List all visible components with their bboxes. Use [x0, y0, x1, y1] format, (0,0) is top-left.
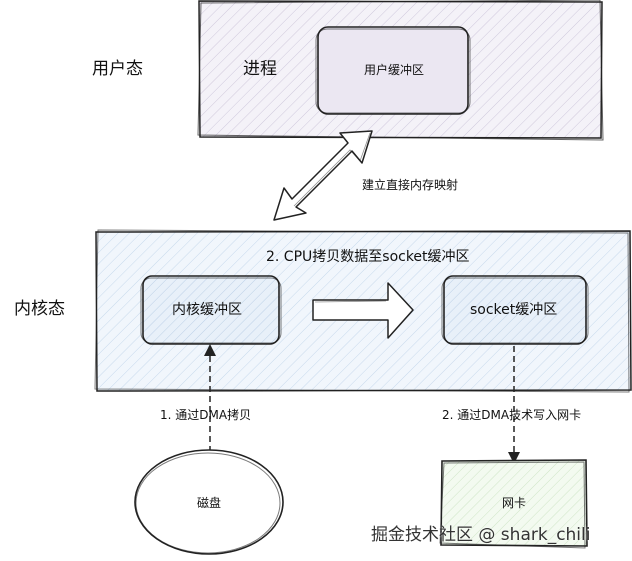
user-mode-label: 用户态: [92, 59, 143, 79]
socket-buffer-box: [441, 275, 589, 345]
cpu-copy-arrow: [312, 282, 414, 339]
dma-write-step-label: 2. 通过DMA技术写入网卡: [442, 408, 582, 422]
dma-copy-step-label: 1. 通过DMA拷贝: [160, 408, 252, 422]
kernel-buffer-label: 内核缓冲区: [172, 302, 242, 318]
socket-buffer-label: socket缓冲区: [470, 302, 558, 318]
mmap-double-arrow: [273, 130, 373, 221]
nic-label: 网卡: [502, 496, 527, 510]
process-label: 进程: [243, 59, 277, 79]
disk-shape: [134, 449, 284, 555]
watermark: 掘金技术社区 @ shark_chili: [371, 525, 591, 545]
mmap-label: 建立直接内存映射: [362, 178, 459, 192]
nic-box: [439, 459, 588, 549]
disk-label: 磁盘: [197, 496, 222, 510]
cpu-copy-label: 2. CPU拷贝数据至socket缓冲区: [266, 249, 470, 265]
user-buffer-label: 用户缓冲区: [364, 63, 425, 77]
user-buffer-box: [315, 26, 471, 115]
kernel-mode-label: 内核态: [14, 299, 65, 319]
